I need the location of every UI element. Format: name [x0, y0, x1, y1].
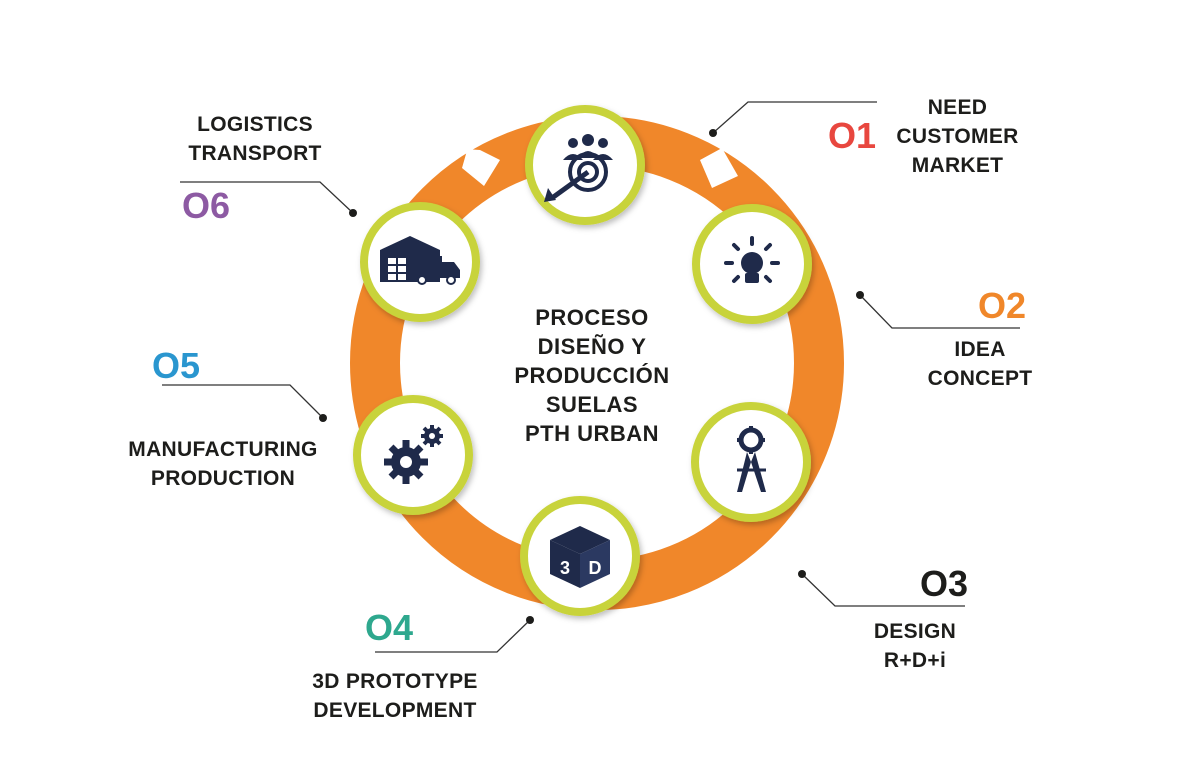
- step-label-line: MANUFACTURING: [128, 438, 318, 461]
- svg-text:D: D: [589, 558, 602, 578]
- step-label-line: DEVELOPMENT: [313, 699, 477, 722]
- step-label-line: DESIGN: [873, 620, 957, 643]
- step-label-line: MARKET: [911, 154, 1004, 177]
- leader-line-04: [375, 619, 531, 653]
- center-title-line: PROCESO: [535, 305, 649, 330]
- step-label-06: LOGISTICS TRANSPORT: [160, 110, 350, 168]
- lightbulb-icon: [724, 236, 780, 283]
- step-label-line: PRODUCTION: [150, 467, 296, 490]
- leader-lines: [162, 101, 1020, 653]
- step-label-05: MANUFACTURING PRODUCTION: [108, 435, 338, 493]
- 3d-cube-icon: 3 D: [550, 526, 610, 588]
- step-label-line: LOGISTICS: [197, 113, 313, 136]
- leader-dot-05: [319, 414, 327, 422]
- svg-text:3: 3: [560, 558, 570, 578]
- leader-dot-01: [709, 129, 717, 137]
- step-label-line: CONCEPT: [927, 367, 1033, 390]
- gears-icon: [384, 425, 443, 484]
- center-title: PROCESO DISEÑO Y PRODUCCIÓN SUELAS PTH U…: [472, 303, 712, 448]
- center-title-line: PRODUCCIÓN: [514, 363, 670, 388]
- step-label-line: NEED: [927, 96, 988, 119]
- leader-line-03: [801, 573, 965, 607]
- step-number-06: O6: [182, 185, 231, 226]
- leader-line-02: [859, 294, 1020, 329]
- leader-dot-03: [798, 570, 806, 578]
- leader-dot-06: [349, 209, 357, 217]
- target-people-icon: [544, 134, 613, 202]
- center-title-line: SUELAS: [545, 392, 639, 417]
- step-label-line: TRANSPORT: [188, 142, 322, 165]
- step-number-05: O5: [152, 345, 201, 386]
- warehouse-truck-icon: [380, 236, 460, 285]
- leader-line-01: [712, 101, 877, 134]
- leader-line-06: [180, 181, 354, 214]
- step-label-01: NEED CUSTOMER MARKET: [890, 93, 1025, 180]
- center-title-line: PTH URBAN: [524, 421, 660, 446]
- step-number-01: O1: [828, 115, 877, 156]
- step-label-04: 3D PROTOTYPE DEVELOPMENT: [280, 667, 510, 725]
- leader-dot-02: [856, 291, 864, 299]
- step-label-03: DESIGN R+D+i: [850, 617, 980, 675]
- leader-dot-04: [526, 616, 534, 624]
- leader-line-05: [162, 384, 324, 419]
- step-number-04: O4: [365, 607, 414, 648]
- step-label-line: CUSTOMER: [896, 125, 1019, 148]
- step-label-02: IDEA CONCEPT: [905, 335, 1055, 393]
- leader-dots: [319, 129, 864, 624]
- step-label-line: R+D+i: [883, 649, 947, 672]
- step-number-02: O2: [978, 285, 1027, 326]
- step-label-line: IDEA: [954, 338, 1006, 361]
- compass-gear-icon: [737, 426, 766, 492]
- center-title-line: DISEÑO Y: [537, 334, 647, 359]
- step-label-line: 3D PROTOTYPE: [312, 670, 478, 693]
- step-number-03: O3: [920, 563, 969, 604]
